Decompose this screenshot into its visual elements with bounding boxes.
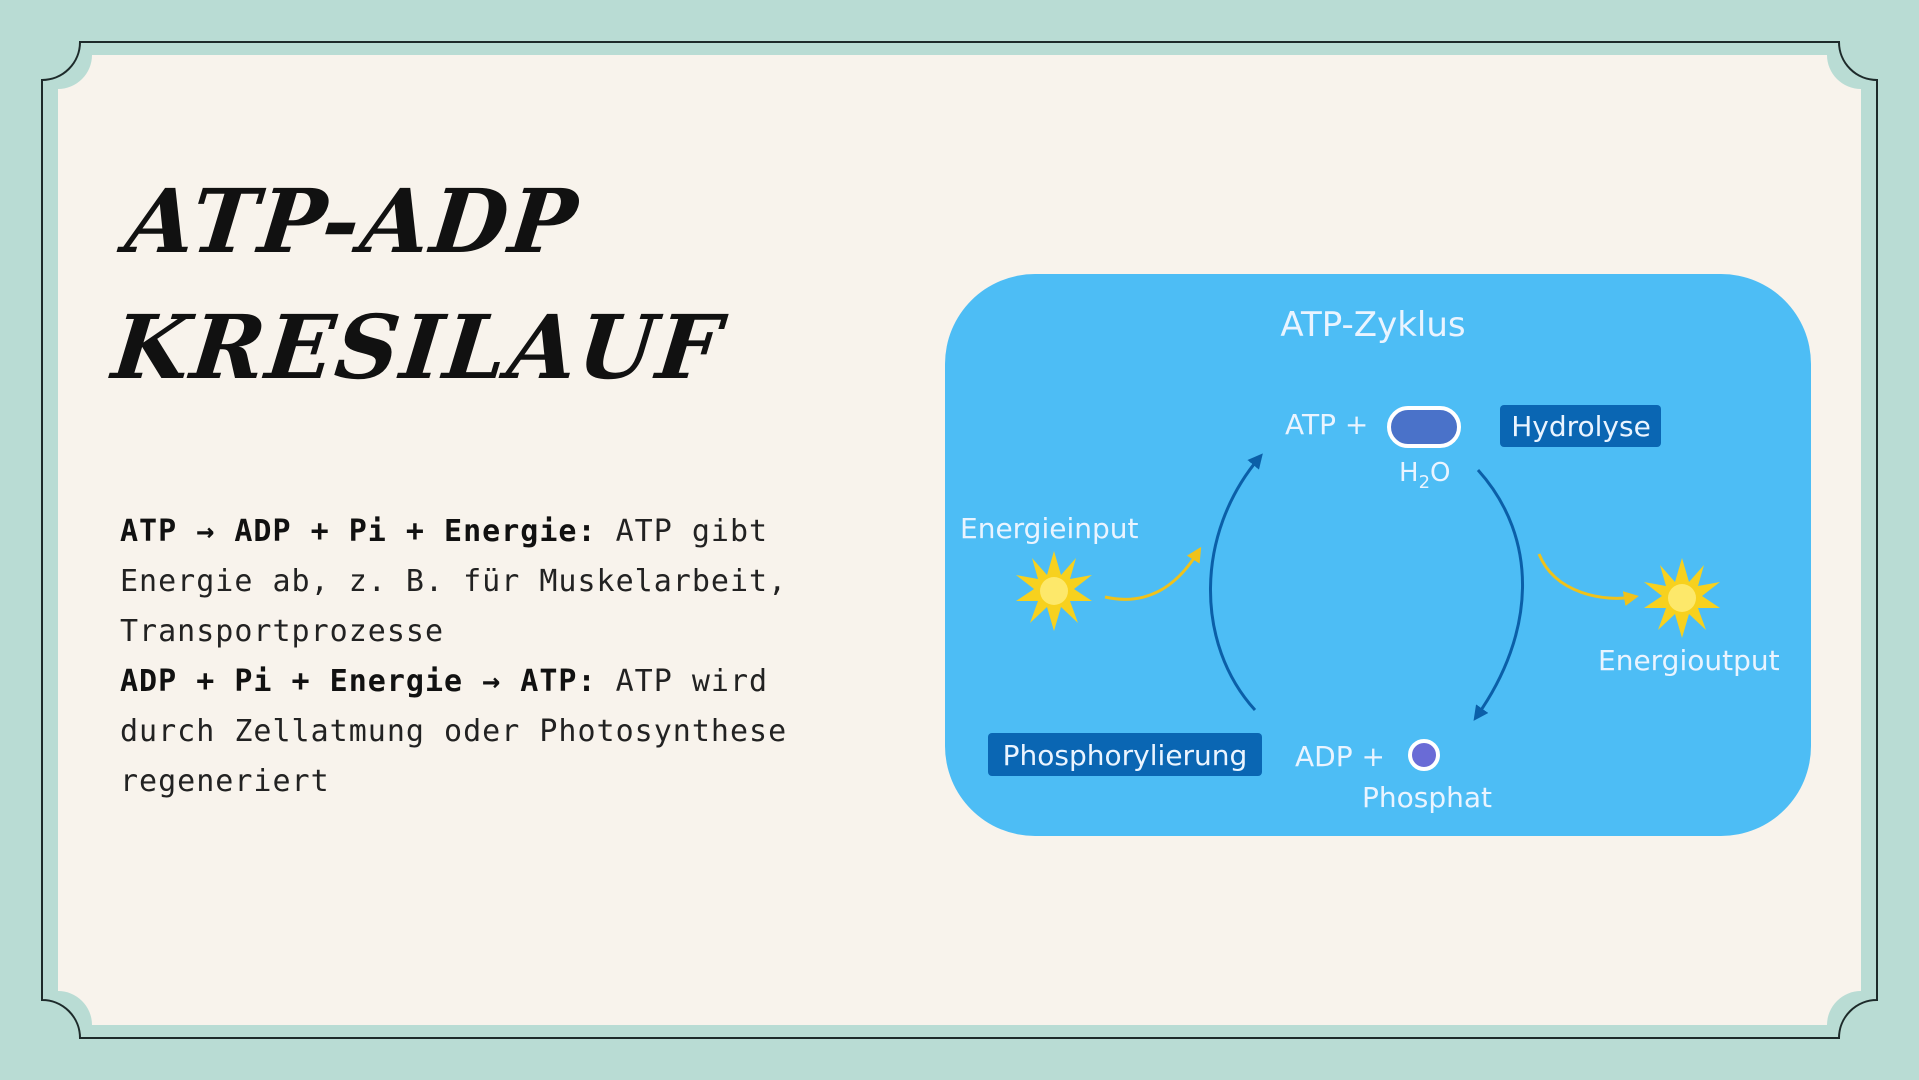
- title-line-1: ATP-ADP: [121, 169, 584, 273]
- hydrolysis-paragraph: ATP → ADP + Pi + Energie: ATP gibt Energ…: [120, 507, 820, 657]
- phosphat-label: Phosphat: [1362, 781, 1492, 814]
- energy-output-label: Energioutput: [1598, 644, 1780, 677]
- phosphorylation-description: ATP wird durch Zellatmung oder Photosynt…: [120, 664, 788, 799]
- atp-plus-label: ATP +: [1285, 408, 1368, 441]
- phosphorylation-arrow: [1209, 453, 1263, 712]
- hydrolyse-label: Hydrolyse: [1511, 410, 1651, 443]
- phosphorylierung-label: Phosphorylierung: [1003, 739, 1248, 772]
- phosphorylierung-box: [988, 733, 1262, 776]
- water-molecule-icon: [1387, 406, 1461, 448]
- energy-output-arrow: [1537, 553, 1639, 606]
- title-line-2: KRESILAUF: [107, 295, 728, 399]
- phosphorylation-equation: ADP + Pi + Energie → ATP:: [120, 664, 597, 699]
- explanation-text: ATP → ADP + Pi + Energie: ATP gibt Energ…: [120, 507, 820, 807]
- atp-cycle-diagram: ATP-Zyklus ATP + H2O Hydrolyse Energiein…: [945, 274, 1811, 836]
- page-title: ATP-ADP KRESILAUF: [107, 158, 742, 410]
- hydrolysis-description: ATP gibt Energie ab, z. B. für Muskelarb…: [120, 514, 788, 649]
- adp-plus-label: ADP +: [1295, 740, 1385, 773]
- phosphate-molecule-icon: [1408, 739, 1440, 771]
- water-formula: H2O: [1399, 458, 1450, 493]
- energy-input-arrow: [1104, 546, 1202, 601]
- energy-output-sun-icon: [1644, 558, 1720, 638]
- energy-input-label: Energieinput: [960, 512, 1139, 545]
- hydrolysis-arrow: [1473, 468, 1524, 721]
- hydrolysis-equation: ATP → ADP + Pi + Energie:: [120, 514, 597, 549]
- phosphorylation-paragraph: ADP + Pi + Energie → ATP: ATP wird durch…: [120, 657, 820, 807]
- hydrolyse-box: [1500, 405, 1661, 447]
- energy-input-sun-icon: [1016, 551, 1092, 631]
- diagram-title: ATP-Zyklus: [1280, 305, 1465, 345]
